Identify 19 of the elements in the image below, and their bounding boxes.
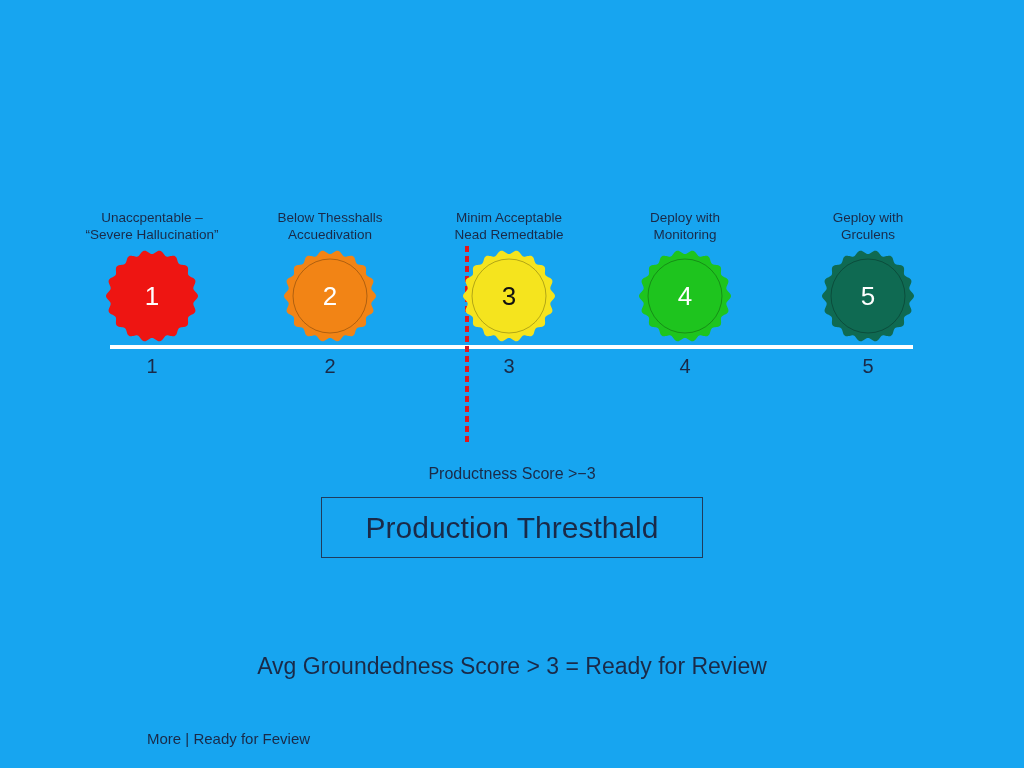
tick-label: 5 [862, 355, 874, 378]
threshold-condition: Productness Score >−3 [428, 464, 596, 484]
footer-note: More | Ready for Feview [147, 730, 311, 747]
rating-label: Geploy with Grculens [831, 209, 905, 243]
score-number: 5 [860, 282, 876, 310]
score-number: 2 [322, 282, 338, 310]
score-number: 4 [677, 282, 693, 310]
tick-label: 4 [679, 355, 691, 378]
rating-label: Deploy with Monitoring [649, 209, 721, 243]
rating-label: Below Thesshalls Accuedivation [276, 209, 384, 243]
score-number: 1 [144, 282, 160, 310]
tick-label: 2 [324, 355, 336, 378]
threshold-box: Production Thresthald [321, 497, 703, 558]
summary-note: Avg Groundedness Score > 3 = Ready for Review [257, 653, 767, 680]
rating-label: Unaccpentable – “Severe Hallucination” [84, 209, 220, 243]
tick-label: 1 [146, 355, 158, 378]
score-number: 3 [501, 282, 517, 310]
tick-label: 3 [503, 355, 515, 378]
rating-label: Minim Acceptable Nead Remedtable [453, 209, 565, 243]
